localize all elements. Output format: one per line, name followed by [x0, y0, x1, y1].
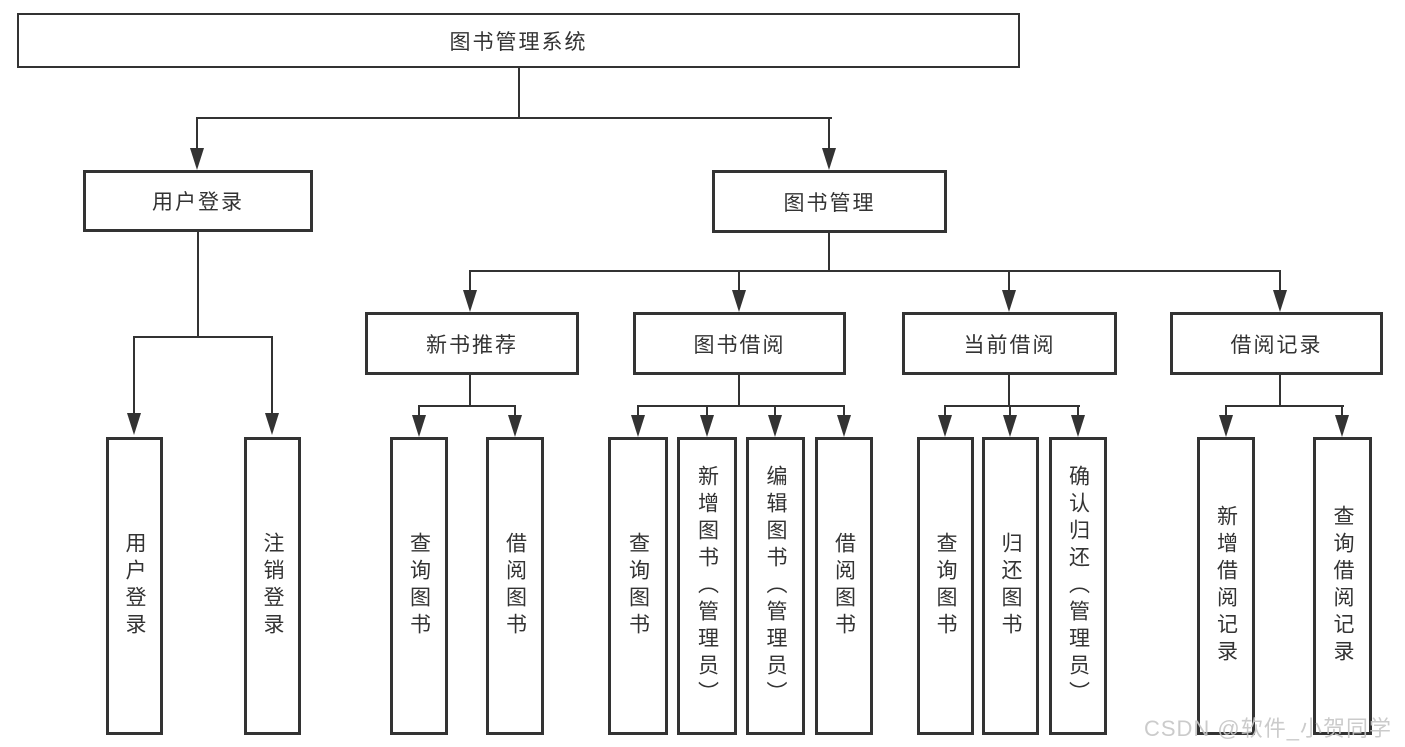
node-new-book-recommend: 新书推荐 — [365, 312, 579, 375]
level3-stem — [738, 270, 740, 292]
node-book-borrowing-label: 图书借阅 — [693, 333, 786, 357]
node-borrowing-records-label: 借阅记录 — [1230, 333, 1323, 357]
arrow-down-icon — [1071, 415, 1085, 437]
arrow-down-icon — [412, 415, 426, 437]
node-root: 图书管理系统 — [17, 13, 1020, 68]
arrow-down-icon — [1273, 290, 1287, 312]
leaf-user-login-label: 用户登录 — [123, 532, 146, 640]
new-book-recommend-stem-line — [469, 375, 471, 407]
arrow-down-icon — [265, 413, 279, 435]
leaf-stem — [1341, 405, 1343, 417]
book-borrowing-bus-line — [637, 405, 845, 407]
node-book-management-label: 图书管理 — [783, 191, 876, 215]
arrow-down-icon — [463, 290, 477, 312]
arrow-down-icon — [1219, 415, 1233, 437]
leaf-logout-label: 注销登录 — [261, 532, 284, 640]
leaf-stem — [418, 405, 420, 417]
node-user-login: 用户登录 — [83, 170, 313, 232]
leaf-add-borrow-record-label: 新增借阅记录 — [1214, 505, 1238, 667]
leaf-confirm-return-admin: 确认归还（管理员） — [1049, 437, 1107, 735]
leaf-query-books-2-label: 查询图书 — [626, 532, 650, 640]
arrow-down-icon — [837, 415, 851, 437]
arrow-down-icon — [732, 290, 746, 312]
leaf-borrow-books-1: 借阅图书 — [486, 437, 544, 735]
leaf-add-books-admin: 新增图书（管理员） — [677, 437, 737, 735]
node-book-borrowing: 图书借阅 — [633, 312, 846, 375]
user-login-bus-line — [133, 336, 273, 338]
leaf-stem — [1077, 405, 1079, 417]
leaf-query-books-1-label: 查询图书 — [407, 532, 431, 640]
leaf-edit-books-admin: 编辑图书（管理员） — [746, 437, 805, 735]
arrow-down-icon — [190, 148, 204, 170]
leaf-query-borrow-record-label: 查询借阅记录 — [1331, 505, 1354, 667]
csdn-watermark: CSDN @软件_小贺同学 — [1143, 716, 1392, 741]
leaf-stem — [843, 405, 845, 417]
leaf-query-books-3-label: 查询图书 — [934, 532, 957, 640]
node-user-login-label: 用户登录 — [152, 191, 244, 214]
user-login-leaf1-stem — [133, 336, 135, 414]
arrow-down-icon — [508, 415, 522, 437]
leaf-user-login: 用户登录 — [106, 437, 163, 735]
leaf-confirm-return-admin-label: 确认归还（管理员） — [1066, 464, 1090, 708]
arrow-down-icon — [1335, 415, 1349, 437]
level3-stem — [469, 270, 471, 292]
level3-stem — [1008, 270, 1010, 292]
leaf-return-books-label: 归还图书 — [999, 532, 1022, 640]
new-book-recommend-bus-line — [418, 405, 516, 407]
leaf-stem — [637, 405, 639, 417]
user-login-leaf2-stem — [271, 336, 273, 414]
arrow-down-icon — [700, 415, 714, 437]
borrowing-records-stem-line — [1279, 375, 1281, 407]
leaf-stem — [514, 405, 516, 417]
leaf-return-books: 归还图书 — [982, 437, 1039, 735]
book-management-stem-line — [828, 233, 830, 272]
level2-bus-line — [196, 117, 832, 119]
arrow-down-icon — [938, 415, 952, 437]
leaf-logout: 注销登录 — [244, 437, 301, 735]
leaf-query-books-3: 查询图书 — [917, 437, 974, 735]
current-borrowing-stem-line — [1008, 375, 1010, 407]
node-current-borrowing-label: 当前借阅 — [963, 333, 1056, 357]
borrowing-records-bus-line — [1225, 405, 1344, 407]
arrow-down-icon — [127, 413, 141, 435]
book-borrowing-stem-line — [738, 375, 740, 407]
leaf-query-books-1: 查询图书 — [390, 437, 448, 735]
leaf-query-borrow-record: 查询借阅记录 — [1313, 437, 1372, 735]
arrow-down-icon — [822, 148, 836, 170]
root-stem-line — [518, 66, 520, 118]
leaf-stem — [1225, 405, 1227, 417]
arrow-down-icon — [1002, 290, 1016, 312]
user-login-stem-line — [197, 232, 199, 338]
leaf-borrow-books-2: 借阅图书 — [815, 437, 873, 735]
user-login-arrow-stem — [196, 117, 198, 150]
node-current-borrowing: 当前借阅 — [902, 312, 1117, 375]
leaf-stem — [774, 405, 776, 417]
book-management-arrow-stem — [828, 117, 830, 150]
leaf-query-books-2: 查询图书 — [608, 437, 668, 735]
leaf-add-borrow-record: 新增借阅记录 — [1197, 437, 1255, 735]
arrow-down-icon — [768, 415, 782, 437]
leaf-stem — [944, 405, 946, 417]
current-borrowing-bus-line — [944, 405, 1080, 407]
level3-stem — [1279, 270, 1281, 292]
leaf-borrow-books-1-label: 借阅图书 — [503, 532, 527, 640]
leaf-stem — [1009, 405, 1011, 417]
node-root-label: 图书管理系统 — [449, 30, 588, 54]
arrow-down-icon — [631, 415, 645, 437]
leaf-stem — [706, 405, 708, 417]
leaf-add-books-admin-label: 新增图书（管理员） — [695, 464, 719, 708]
leaf-edit-books-admin-label: 编辑图书（管理员） — [764, 464, 787, 708]
leaf-borrow-books-2-label: 借阅图书 — [832, 532, 856, 640]
node-book-management: 图书管理 — [712, 170, 947, 233]
node-new-book-recommend-label: 新书推荐 — [426, 333, 518, 357]
node-borrowing-records: 借阅记录 — [1170, 312, 1383, 375]
level3-bus-line — [469, 270, 1281, 272]
arrow-down-icon — [1003, 415, 1017, 437]
